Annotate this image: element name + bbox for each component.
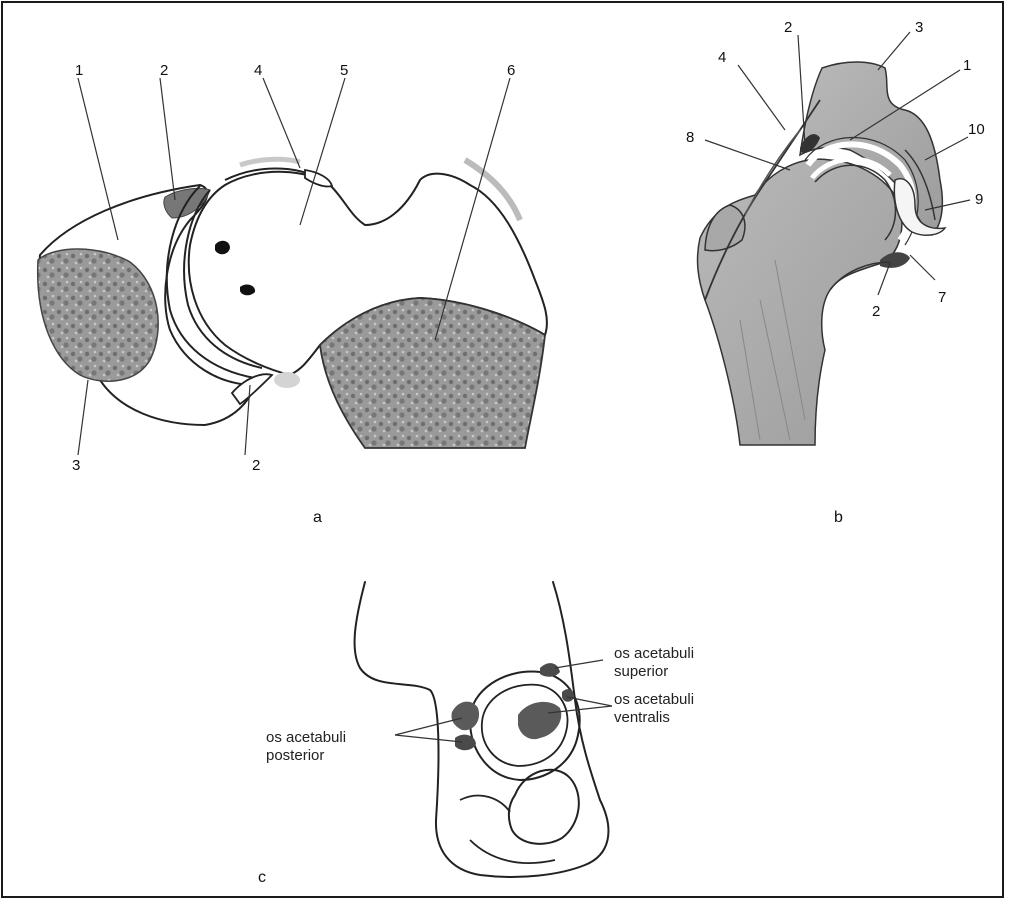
leader-b-8 (705, 140, 790, 170)
label-b-10: 10 (968, 121, 985, 138)
os-acetabuli-posterior-mark (451, 702, 479, 731)
label-b-3: 3 (915, 19, 923, 36)
leader-c-superior (555, 660, 603, 668)
leader-c-posterior-1 (395, 718, 462, 735)
leader-c-posterior-2 (395, 735, 462, 742)
label-a-2: 2 (160, 62, 168, 79)
label-a-2b: 2 (252, 457, 260, 474)
panel-c: os acetabuli superior os acetabuli ventr… (258, 582, 694, 886)
label-a-6: 6 (507, 62, 515, 79)
label-c-ventralis-2: ventralis (614, 709, 670, 726)
label-c-superior-1: os acetabuli (614, 645, 694, 662)
panel-a: 1 2 4 5 6 3 2 a (38, 62, 547, 526)
os-acetabuli-superior-mark (540, 663, 560, 677)
os-acetabuli-ventralis-mark (518, 702, 561, 739)
label-b-7: 7 (938, 289, 946, 306)
leader-b-3 (878, 32, 910, 70)
leader-a-2 (160, 78, 175, 200)
label-a-1: 1 (75, 62, 83, 79)
label-b-4: 4 (718, 49, 726, 66)
label-a-5: 5 (340, 62, 348, 79)
label-b-2top: 2 (784, 19, 792, 36)
leader-b-4 (738, 65, 785, 130)
leader-b-7 (910, 255, 935, 280)
caption-b: b (834, 509, 843, 526)
caption-c: c (258, 869, 266, 886)
label-a-4: 4 (254, 62, 262, 79)
leader-a-4 (263, 78, 300, 168)
cancellous-region-6 (320, 298, 545, 448)
label-b-9: 9 (975, 191, 983, 208)
label-b-1: 1 (963, 57, 971, 74)
label-c-posterior-2: posterior (266, 747, 324, 764)
leader-b-2bottom (878, 263, 890, 295)
soft-shadow-small (274, 372, 300, 388)
pelvis-c-inner-lines (460, 796, 555, 864)
label-c-posterior-1: os acetabuli (266, 729, 346, 746)
leader-a-3 (78, 380, 88, 455)
label-c-ventralis-1: os acetabuli (614, 691, 694, 708)
label-a-3: 3 (72, 457, 80, 474)
soft-shadow-top (240, 159, 300, 165)
label-b-2bottom: 2 (872, 303, 880, 320)
panel-b: 2 3 4 1 8 10 9 2 7 b (686, 19, 985, 526)
caption-a: a (313, 509, 322, 526)
leader-c-ventralis-1 (567, 697, 612, 706)
label-c-superior-2: superior (614, 663, 668, 680)
ossicle-a-bottom (232, 374, 272, 404)
label-b-8: 8 (686, 129, 694, 146)
